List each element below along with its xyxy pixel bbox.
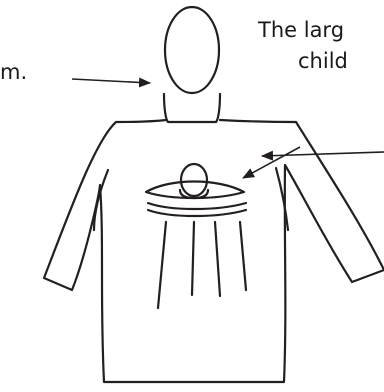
label-left-fragment: m.	[0, 62, 27, 83]
neck-band	[164, 94, 220, 122]
pocket-curve-1	[148, 203, 246, 209]
head-outline	[165, 7, 219, 93]
drape-line-2	[192, 222, 194, 295]
right-sleeve-fold	[276, 168, 288, 230]
arrow-to-child	[243, 147, 300, 178]
pocket-curve-2	[148, 210, 246, 216]
arrow-to-neck	[72, 79, 150, 83]
robe-outline	[44, 120, 384, 382]
label-top-right-line2: child	[298, 51, 348, 72]
drape-line-3	[215, 222, 220, 296]
child-head	[181, 164, 207, 196]
drape-line-1	[158, 222, 166, 308]
drape-line-4	[240, 222, 246, 290]
arrow-to-pocket	[262, 152, 384, 156]
label-top-right-line1: The larg	[258, 20, 344, 41]
